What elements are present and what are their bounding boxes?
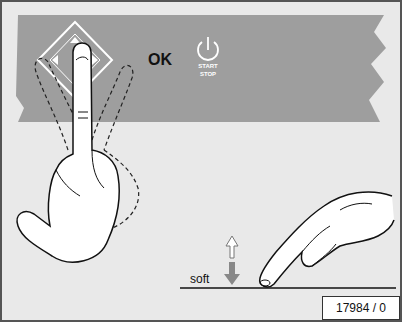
annotation-label: soft	[190, 272, 209, 286]
pointing-hand	[17, 43, 119, 262]
press-arrows	[224, 236, 240, 285]
power-symbol	[198, 37, 218, 60]
button-label: OK	[148, 50, 188, 70]
control-band: OK START STOP	[18, 14, 380, 122]
pressing-hand	[260, 192, 394, 287]
figure-number: 17984 / 0	[336, 301, 386, 316]
button-label: START STOP	[194, 63, 222, 78]
surface-line	[180, 287, 396, 289]
control-band	[16, 15, 386, 122]
figure-number-box: 17984 / 0	[322, 296, 400, 320]
